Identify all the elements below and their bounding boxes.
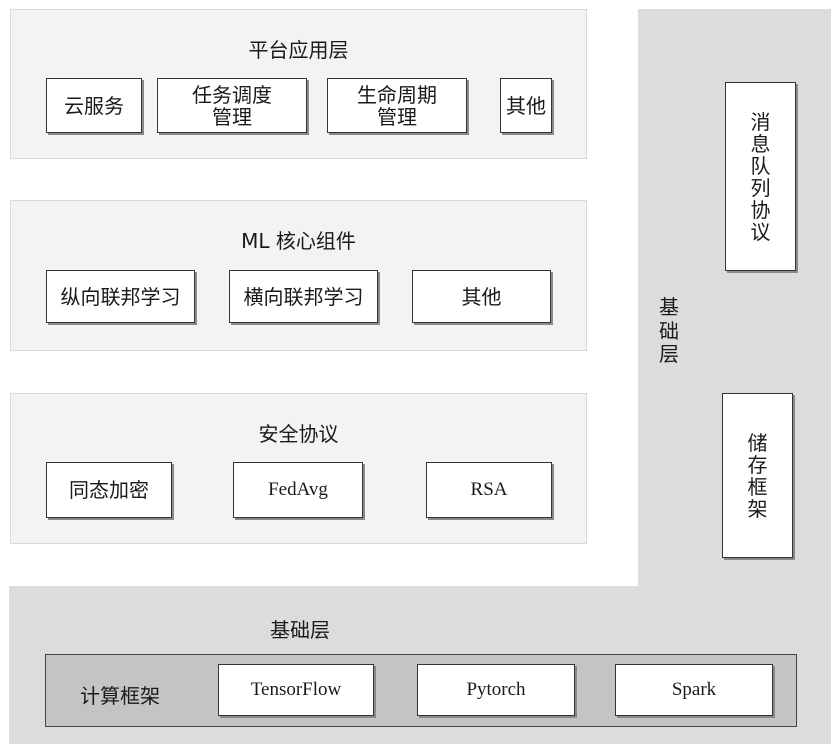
- platform-layer: 平台应用层 云服务 任务调度 管理 生命周期 管理 其他: [10, 9, 587, 159]
- platform-layer-title: 平台应用层: [248, 38, 349, 62]
- compute-framework-label: 计算框架: [80, 684, 160, 708]
- pytorch-box: Pytorch: [417, 664, 575, 716]
- task-scheduling-box: 任务调度 管理: [157, 78, 307, 133]
- cloud-service-box: 云服务: [46, 78, 142, 133]
- foundation-vertical-label: 基 础 层: [659, 295, 679, 367]
- ml-core-layer-title: ML 核心组件: [241, 229, 356, 253]
- storage-framework-box: 储 存 框 架: [722, 393, 793, 558]
- fedavg-box: FedAvg: [233, 462, 363, 518]
- ml-other-box: 其他: [412, 270, 551, 323]
- foundation-bottom-title: 基础层: [270, 618, 330, 642]
- rsa-box: RSA: [426, 462, 552, 518]
- compute-framework-bar: 计算框架 TensorFlow Pytorch Spark: [45, 654, 797, 727]
- spark-box: Spark: [615, 664, 773, 716]
- message-queue-protocol-box: 消 息 队 列 协 议: [725, 82, 796, 271]
- horizontal-federated-learning-box: 横向联邦学习: [229, 270, 378, 323]
- vertical-federated-learning-box: 纵向联邦学习: [46, 270, 195, 323]
- platform-other-box: 其他: [500, 78, 552, 133]
- tensorflow-box: TensorFlow: [218, 664, 374, 716]
- ml-core-layer: ML 核心组件 纵向联邦学习 横向联邦学习 其他: [10, 200, 587, 351]
- security-protocol-layer-title: 安全协议: [258, 422, 339, 446]
- security-protocol-layer: 安全协议 同态加密 FedAvg RSA: [10, 393, 587, 544]
- lifecycle-management-box: 生命周期 管理: [327, 78, 467, 133]
- homomorphic-encryption-box: 同态加密: [46, 462, 172, 518]
